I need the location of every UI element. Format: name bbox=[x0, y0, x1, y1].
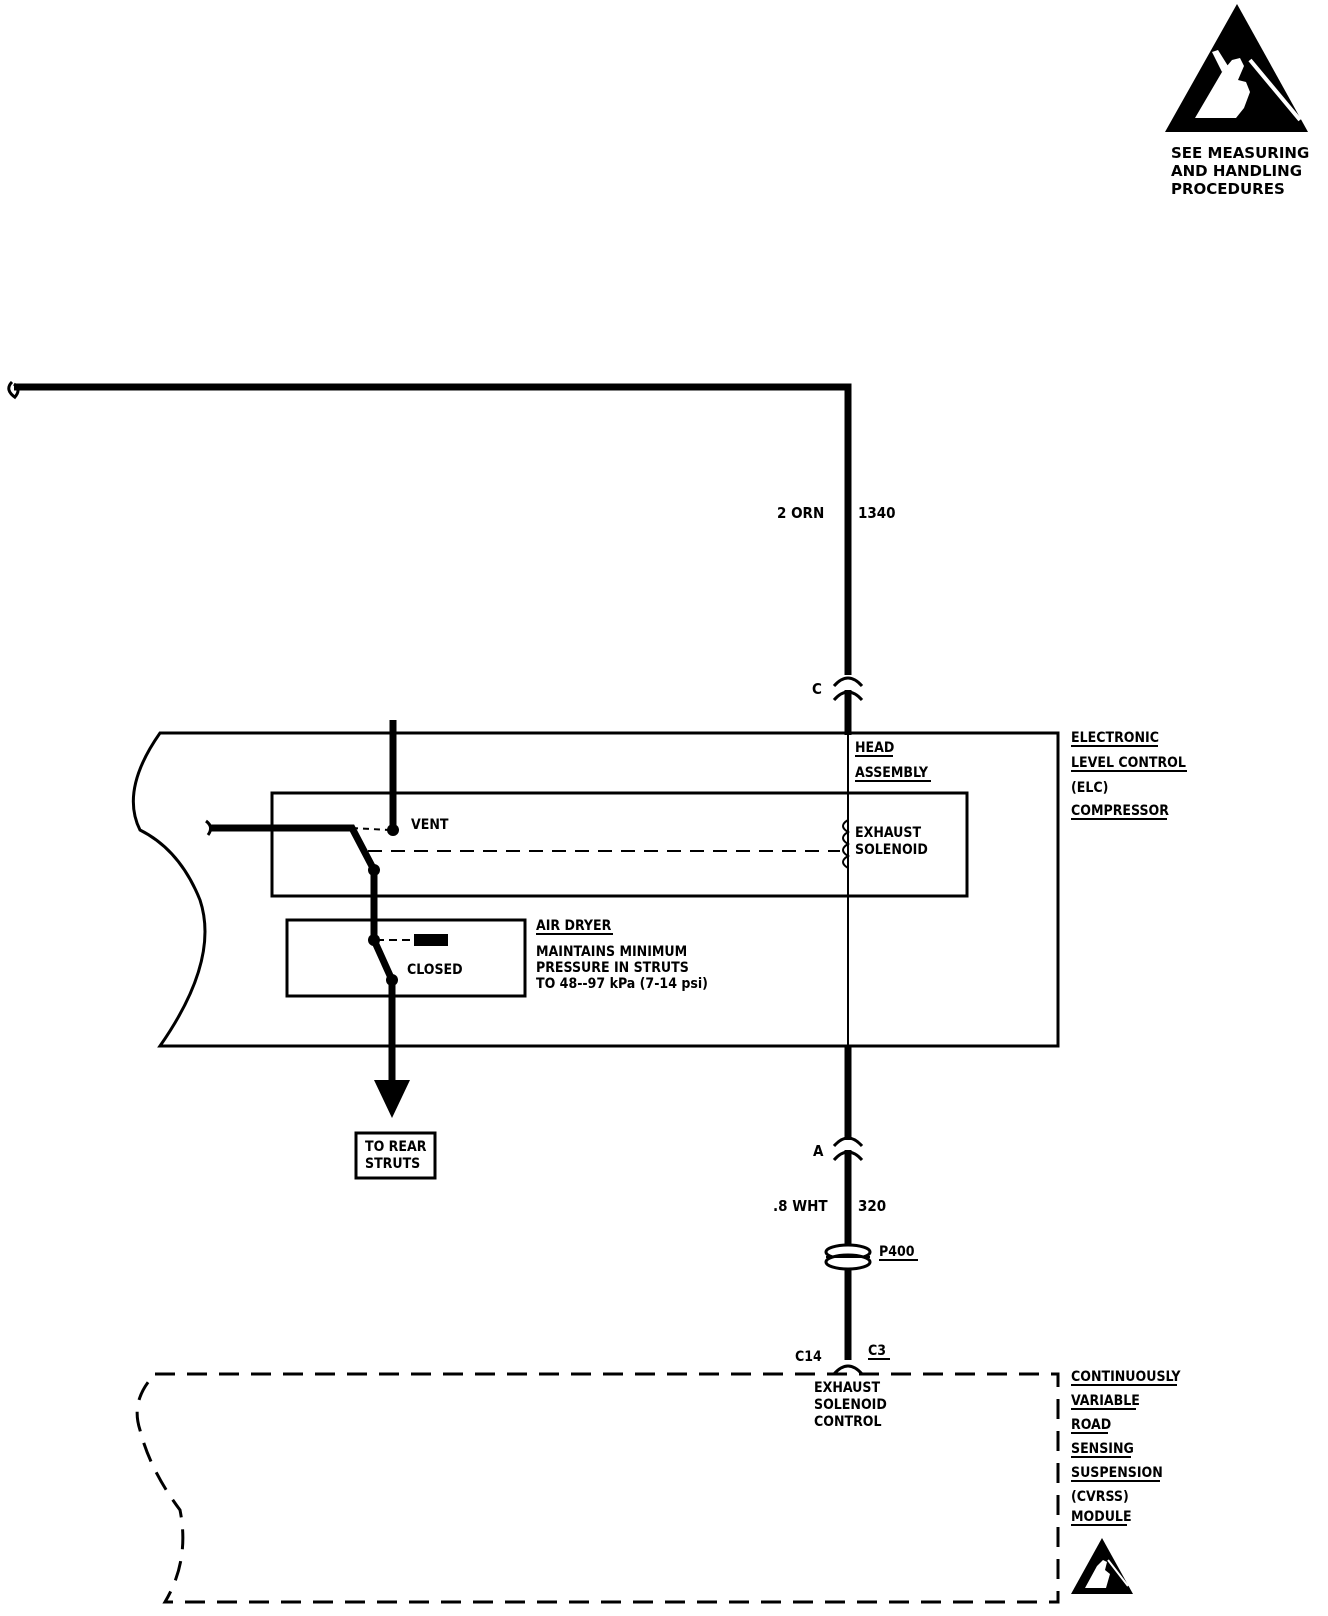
to-rear-struts-label-2: STRUTS bbox=[365, 1156, 420, 1172]
connector-c-label: C bbox=[812, 680, 822, 698]
svg-text:PROCEDURES: PROCEDURES bbox=[1171, 180, 1285, 198]
elc-compressor-housing bbox=[131, 731, 1060, 1048]
module-pin-c14 bbox=[832, 1364, 864, 1376]
exhaust-solenoid-label-1: EXHAUST bbox=[855, 825, 921, 841]
head-assembly-box bbox=[270, 791, 969, 898]
exhaust-solenoid-label-2: SOLENOID bbox=[855, 842, 928, 858]
head-assembly-label-2: ASSEMBLY bbox=[855, 765, 929, 781]
pin-function-label-2: SOLENOID bbox=[814, 1397, 887, 1413]
svg-text:(ELC): (ELC) bbox=[1071, 780, 1108, 796]
svg-text:COMPRESSOR: COMPRESSOR bbox=[1071, 803, 1169, 819]
esd-caption: SEE MEASURING AND HANDLING PROCEDURES bbox=[1171, 144, 1309, 198]
vent-air-line bbox=[387, 720, 399, 836]
connector-a-label: A bbox=[813, 1142, 824, 1160]
svg-text:SUSPENSION: SUSPENSION bbox=[1071, 1465, 1163, 1481]
air-dryer-state-label: CLOSED bbox=[407, 962, 463, 978]
svg-text:AND HANDLING: AND HANDLING bbox=[1171, 162, 1302, 180]
vent-label: VENT bbox=[411, 817, 449, 833]
svg-text:(CVRSS): (CVRSS) bbox=[1071, 1489, 1129, 1505]
connector-c bbox=[832, 676, 864, 735]
wire-1340-orn bbox=[7, 380, 852, 675]
pin-function-label-1: EXHAUST bbox=[814, 1380, 880, 1396]
pin-c3-label: C3 bbox=[868, 1343, 886, 1359]
svg-text:CONTINUOUSLY: CONTINUOUSLY bbox=[1071, 1369, 1181, 1385]
inline-connector-p400 bbox=[824, 1243, 872, 1271]
exhaust-solenoid-coil bbox=[842, 819, 850, 869]
esd-warning-icon bbox=[1165, 4, 1308, 132]
elc-compressor-name: ELECTRONIC LEVEL CONTROL (ELC) COMPRESSO… bbox=[1071, 730, 1187, 820]
p400-label: P400 bbox=[879, 1244, 915, 1260]
svg-text:ELECTRONIC: ELECTRONIC bbox=[1071, 730, 1159, 746]
wire-gauge-color-bottom: .8 WHT bbox=[773, 1197, 828, 1215]
cvrss-module-housing bbox=[135, 1372, 1060, 1604]
pin-function-label-3: CONTROL bbox=[814, 1414, 882, 1430]
svg-text:VARIABLE: VARIABLE bbox=[1071, 1393, 1140, 1409]
svg-text:LEVEL CONTROL: LEVEL CONTROL bbox=[1071, 755, 1186, 771]
wire-circuit-bottom: 320 bbox=[858, 1197, 886, 1215]
head-assembly-label-1: HEAD bbox=[855, 740, 894, 756]
air-dryer-note-3: TO 48--97 kPa (7-14 psi) bbox=[536, 976, 708, 992]
to-rear-struts-label-1: TO REAR bbox=[365, 1139, 427, 1155]
air-dryer-check-valve bbox=[376, 934, 448, 946]
svg-text:ROAD: ROAD bbox=[1071, 1417, 1111, 1433]
to-rear-struts-box bbox=[354, 1131, 437, 1180]
wire-gauge-color-top: 2 ORN bbox=[777, 504, 824, 522]
wire-circuit-top: 1340 bbox=[858, 504, 896, 522]
esd-warning-icon-small bbox=[1071, 1538, 1133, 1594]
svg-text:SEE MEASURING: SEE MEASURING bbox=[1171, 144, 1309, 162]
air-line-to-rear-struts bbox=[205, 819, 410, 1118]
svg-text:MODULE: MODULE bbox=[1071, 1509, 1132, 1525]
air-dryer-note-1: MAINTAINS MINIMUM bbox=[536, 944, 687, 960]
cvrss-module-name: CONTINUOUSLY VARIABLE ROAD SENSING SUSPE… bbox=[1071, 1369, 1181, 1526]
air-dryer-box bbox=[285, 918, 527, 998]
air-dryer-title: AIR DRYER bbox=[536, 918, 612, 934]
svg-text:SENSING: SENSING bbox=[1071, 1441, 1134, 1457]
pin-c14-label: C14 bbox=[795, 1349, 822, 1365]
air-dryer-note-2: PRESSURE IN STRUTS bbox=[536, 960, 689, 976]
